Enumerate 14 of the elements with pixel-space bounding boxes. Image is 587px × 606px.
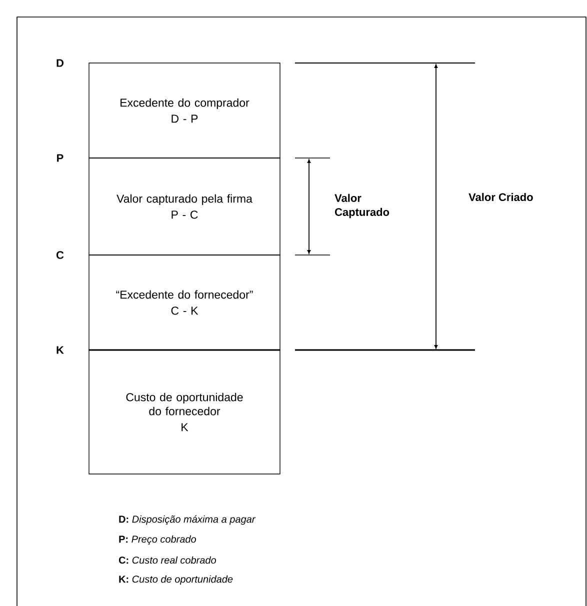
legend-entry: C: Custo real cobrado [118, 556, 216, 564]
dimension-label: Valor Criado [468, 192, 533, 202]
legend-entry: D: Disposição máxima a pagar [119, 515, 256, 525]
legend-entry: P: Preço cobrado [119, 535, 196, 545]
dimension-label: Valor Capturado [334, 194, 390, 218]
stacked-box: “Excedente do fornecedor” C - K [88, 254, 280, 350]
level-letter: K [56, 346, 64, 354]
stacked-box: Excedente do comprador D - P [88, 62, 280, 158]
level-letter: C [56, 251, 64, 259]
stacked-box: Valor capturado pela firma P - C [88, 158, 280, 256]
level-letter: D [56, 59, 64, 67]
stacked-box: Custo de oportunidade do fornecedor K [88, 350, 280, 474]
legend-entry: K: Custo de oportunidade [119, 575, 233, 585]
level-letter: P [57, 154, 64, 162]
